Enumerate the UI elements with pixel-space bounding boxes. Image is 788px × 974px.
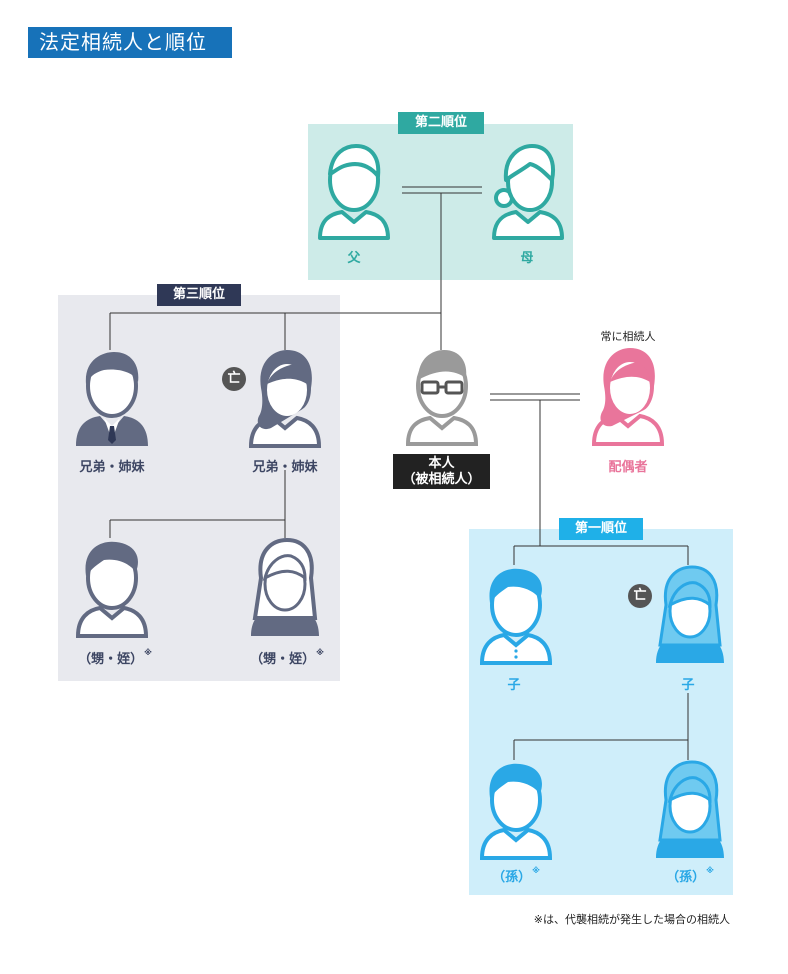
child-label-1: 子 xyxy=(507,678,521,693)
decedent-label: 本人 （被相続人） xyxy=(393,454,490,489)
mother-label: 母 xyxy=(520,251,534,266)
child-daughter-icon xyxy=(656,565,724,663)
deceased-badge-child: 亡 xyxy=(628,584,652,608)
mother-icon xyxy=(492,144,564,240)
nephew-icon xyxy=(75,541,149,638)
sister-icon xyxy=(248,350,322,448)
child-son-icon xyxy=(479,568,553,665)
nephew-label: （甥・姪）※ xyxy=(78,648,152,667)
grandchild-label-1: （孫）※ xyxy=(492,866,540,885)
footnote: ※は、代襲相続が発生した場合の相続人 xyxy=(533,913,730,926)
father-label: 父 xyxy=(347,251,361,266)
second-rank-label: 第二順位 xyxy=(398,112,484,134)
child-label-2: 子 xyxy=(681,678,695,693)
third-rank-label: 第三順位 xyxy=(157,284,241,306)
niece-icon xyxy=(251,538,319,636)
grandchild-boy-icon xyxy=(479,763,553,860)
spouse-icon xyxy=(591,348,665,446)
grandchild-girl-icon xyxy=(656,760,724,858)
sibling-label-1: 兄弟・姉妹 xyxy=(79,460,145,475)
niece-label: （甥・姪）※ xyxy=(250,648,324,667)
grandchild-label-2: （孫）※ xyxy=(666,866,714,885)
deceased-badge-sibling: 亡 xyxy=(222,367,246,391)
spouse-note: 常に相続人 xyxy=(600,330,656,343)
brother-icon xyxy=(76,352,148,446)
father-icon xyxy=(318,144,390,240)
sibling-label-2: 兄弟・姉妹 xyxy=(252,460,318,475)
page-title: 法定相続人と順位 xyxy=(28,27,232,58)
spouse-label: 配偶者 xyxy=(608,460,648,475)
decedent-icon xyxy=(405,350,479,446)
first-rank-label: 第一順位 xyxy=(559,518,643,540)
